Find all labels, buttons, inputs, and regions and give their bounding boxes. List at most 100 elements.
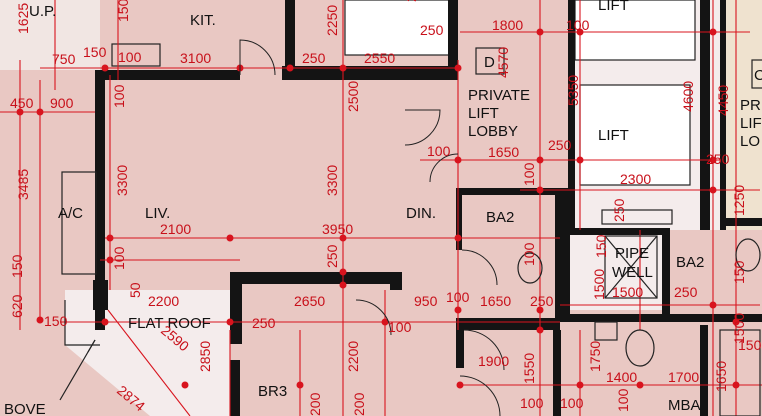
dim-4450: 4450 [715,85,731,116]
dim-100-lobby: 100 [427,143,451,159]
dim-100-kit: 100 [118,49,142,65]
dim-1550: 1550 [521,353,537,384]
lift-car [579,84,691,186]
dim-1650-mba: 1650 [713,361,729,392]
dim-2650: 2650 [294,293,325,309]
label-br3: BR3 [258,383,287,400]
dim-250-lobby: 250 [548,137,572,153]
kitchen-cabinet [344,0,451,56]
label-pr: PR [740,97,761,114]
dim-1750: 1750 [587,341,603,372]
label-lift-1: LIFT [468,105,499,122]
dim-1500-pipe-vertical: 1500 [591,269,607,300]
label-lobby: LOBBY [468,123,518,140]
label-ba2-right: BA2 [676,254,704,271]
dim-950: 950 [414,293,438,309]
dim-2550: 2550 [364,50,395,66]
dim-1625: 1625 [15,3,31,34]
label-liv: LIV. [145,205,170,222]
label-lift-top: LIFT [598,0,629,14]
dim-2200-br3: 2200 [345,341,361,372]
walls [93,0,762,416]
dim-250-right: 250 [706,151,730,167]
dim-50: 50 [127,282,143,298]
dim-3950: 3950 [322,221,353,237]
dim-100-top: 100 [566,17,590,33]
label-well: WELL [612,264,653,281]
dim-100-liv: 100 [111,246,127,270]
dim-4570: 4570 [495,47,511,78]
dim-1500-pipe: 1500 [612,284,643,300]
dim-2300: 2300 [620,171,651,187]
dim-5350: 5350 [565,75,581,106]
room-labels: U.P. KIT. LIV. DIN. A/C D PRIVATE LIFT L… [4,0,762,416]
dim-100-ba2: 100 [521,162,537,186]
dim-250-pipe: 250 [611,198,627,222]
dim-250-kit-right: 250 [420,22,444,38]
dim-100-bottom-right: 100 [560,395,584,411]
label-pipe: PIPE [615,245,649,262]
label-kit: KIT. [190,12,216,29]
dim-250-ba2-right: 250 [674,284,698,300]
dim-250-mid: 250 [324,244,340,268]
dim-1400: 1400 [606,369,637,385]
dim-750: 750 [52,51,76,67]
dim-250-kit-left: 250 [302,50,326,66]
dim-100-left: 100 [111,84,127,108]
mba-floor [570,310,762,416]
dim-1900: 1900 [478,353,509,369]
label-flat-roof: FLAT ROOF [128,315,211,332]
label-ac: A/C [58,205,83,222]
dim-150-mba: 150 [738,337,762,353]
dim-100-mba: 100 [615,388,631,412]
dim-250-br3: 250 [252,315,276,331]
lift-car-top [574,0,696,61]
dim-1650-lobby: 1650 [488,144,519,160]
dim-3100: 3100 [180,50,211,66]
label-mba: MBA [668,397,701,414]
label-private: PRIVATE [468,87,530,104]
dim-620: 620 [9,294,25,318]
label-lo: LO [740,133,760,150]
dim-2200-roof: 2200 [148,293,179,309]
dim-1500-vertical: 1500 [115,0,131,22]
pipe-well-floor [570,230,665,310]
dim-450: 450 [10,95,34,111]
sink [111,43,161,67]
dim-100-ba2-left: 100 [521,242,537,266]
dim-1250: 1250 [731,185,747,216]
dim-1650-din: 1650 [480,293,511,309]
dim-2100: 2100 [160,221,191,237]
label-lif: LIF [740,115,762,132]
dim-100-din: 100 [446,289,470,305]
dim-200-br3-right: 200 [351,392,367,416]
label-ba2: BA2 [486,209,514,226]
dimension-labels: 1500 2250 2500 1800 100 750 150 100 3100… [9,0,762,416]
label-din: DIN. [406,205,436,222]
dim-150-top: 150 [83,44,107,60]
dim-200-br3-left: 200 [307,392,323,416]
neighbor-unit-floor [720,0,762,230]
label-d-mark: D [484,54,495,71]
dim-100-bottom-left: 100 [520,395,544,411]
dim-2500-top: 2500 [403,0,419,2]
dim-3300-mid: 3300 [324,165,340,196]
dim-1800: 1800 [492,17,523,33]
upper-unit-floor [0,0,100,70]
dim-250-ba2: 250 [530,293,554,309]
dim-4600: 4600 [680,81,696,112]
label-lift: LIFT [598,127,629,144]
dim-150-roof: 150 [44,313,68,329]
dim-150-right: 150 [731,260,747,284]
dim-900: 900 [50,95,74,111]
dim-2850: 2850 [197,341,213,372]
dim-3485: 3485 [15,169,31,200]
dim-2500-middle: 2500 [345,81,361,112]
label-c-mark: C [754,67,762,84]
dim-2250: 2250 [324,5,340,36]
label-up: U.P. [29,3,56,20]
dim-1500-right: 1500 [731,313,747,344]
dim-100-br3: 100 [388,319,412,335]
dim-150-pipe: 150 [593,234,609,258]
